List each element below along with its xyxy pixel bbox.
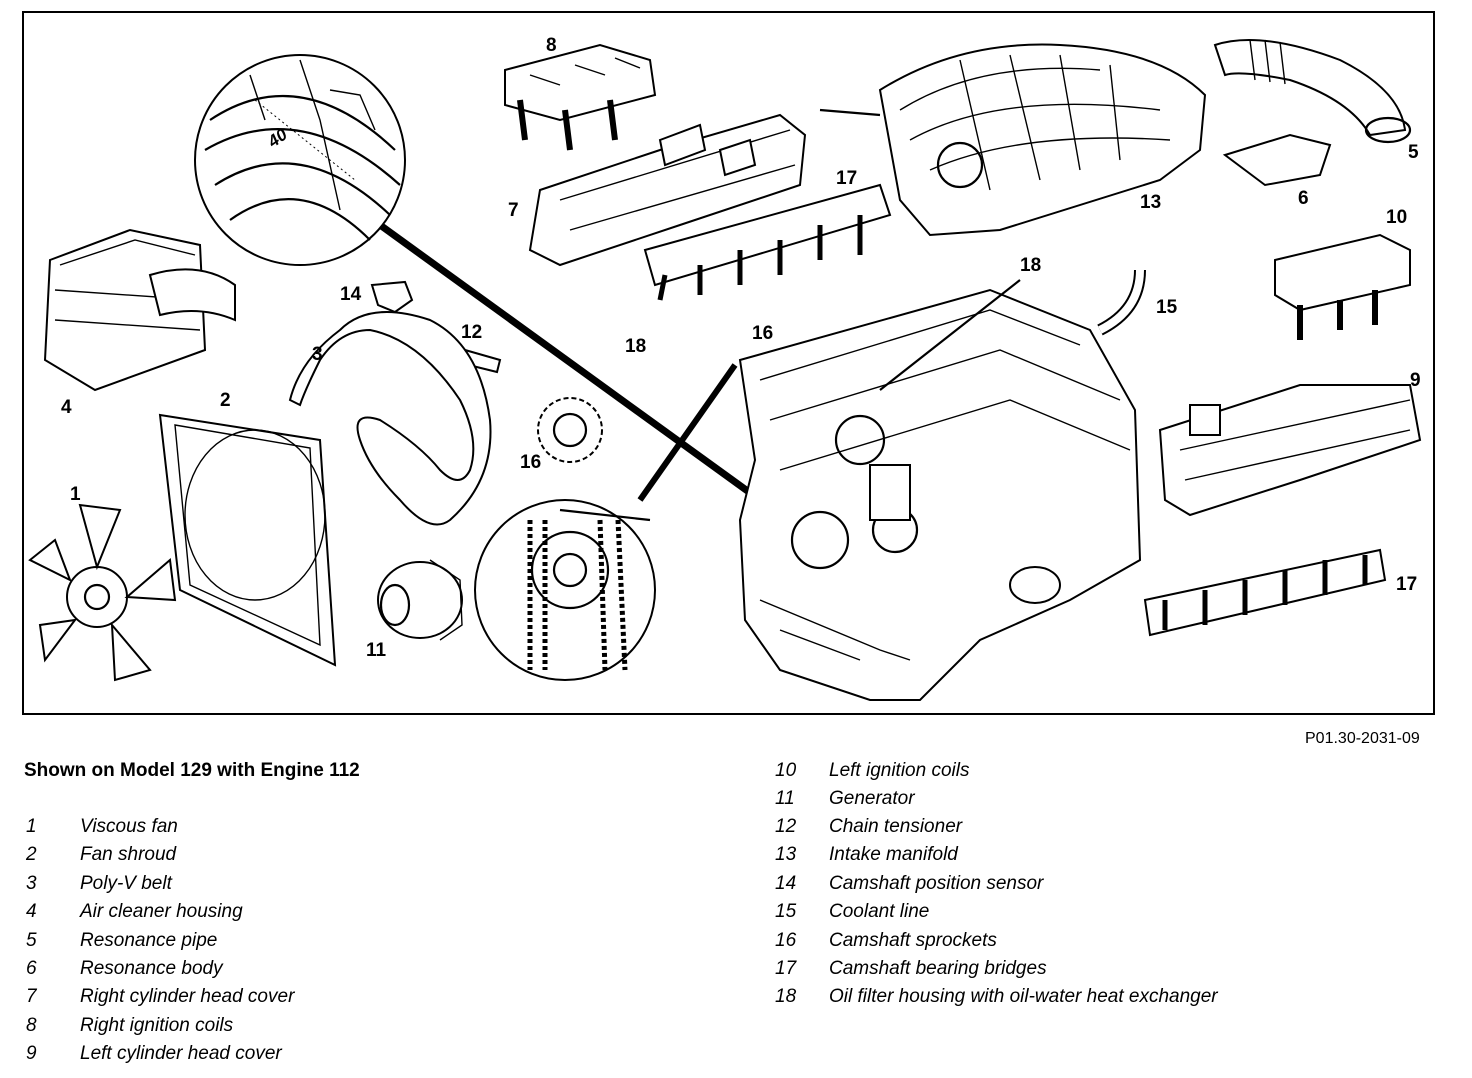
callout-10: 10 [1386, 207, 1407, 228]
callout-18: 18 [625, 336, 646, 357]
callout-11: 11 [366, 640, 387, 661]
callout-1: 1 [70, 484, 81, 505]
left-ignition-coils [1274, 233, 1411, 340]
camshaft-bearing-bridge-top [643, 183, 892, 301]
poly-v-belt [288, 311, 492, 526]
timing-mark-magnifier: 40 [194, 54, 406, 266]
camshaft-sprocket [537, 397, 603, 463]
left-cylinder-head-cover [1158, 384, 1422, 517]
callout-6: 6 [1298, 188, 1309, 209]
diagram-frame [22, 11, 1435, 715]
engine-assembly [738, 279, 1142, 701]
callout-5: 5 [1408, 142, 1419, 163]
callout-18-engine: 18 [1020, 255, 1041, 276]
figure-code: P01.30-2031-09 [1305, 730, 1420, 747]
intake-manifold [819, 43, 1207, 237]
right-ignition-coils [504, 43, 657, 151]
callout-17-right: 17 [1396, 574, 1417, 595]
callout-3: 3 [312, 344, 323, 365]
legend-title: Shown on Model 129 with Engine 112 [24, 760, 360, 781]
fan-shroud [158, 413, 337, 667]
timing-chain-magnifier [474, 499, 656, 681]
callout-16-sprocket: 16 [520, 452, 541, 473]
magnifier-leader-line [637, 363, 738, 502]
resonance-body [1222, 133, 1332, 187]
air-cleaner-housing [43, 228, 236, 392]
callout-12: 12 [461, 322, 482, 343]
callout-8: 8 [546, 35, 557, 56]
callout-17: 17 [836, 168, 857, 189]
callout-9: 9 [1410, 370, 1421, 391]
callout-7: 7 [508, 200, 519, 221]
callout-15: 15 [1156, 297, 1178, 318]
callout-16: 16 [752, 323, 773, 344]
viscous-fan [28, 503, 177, 682]
callout-2: 2 [220, 390, 231, 411]
magnifier-leader-line [377, 222, 763, 503]
coolant-line [1097, 269, 1146, 336]
camshaft-bearing-bridge-right [1143, 548, 1387, 637]
resonance-pipe [1213, 39, 1412, 144]
callout-4: 4 [61, 397, 72, 418]
exploded-engine-diagram: 40 [22, 11, 1435, 715]
right-cylinder-head-cover [528, 113, 807, 267]
callout-14: 14 [340, 284, 362, 305]
callout-13: 13 [1140, 192, 1161, 213]
generator [377, 559, 463, 641]
camshaft-position-sensor [370, 280, 414, 314]
